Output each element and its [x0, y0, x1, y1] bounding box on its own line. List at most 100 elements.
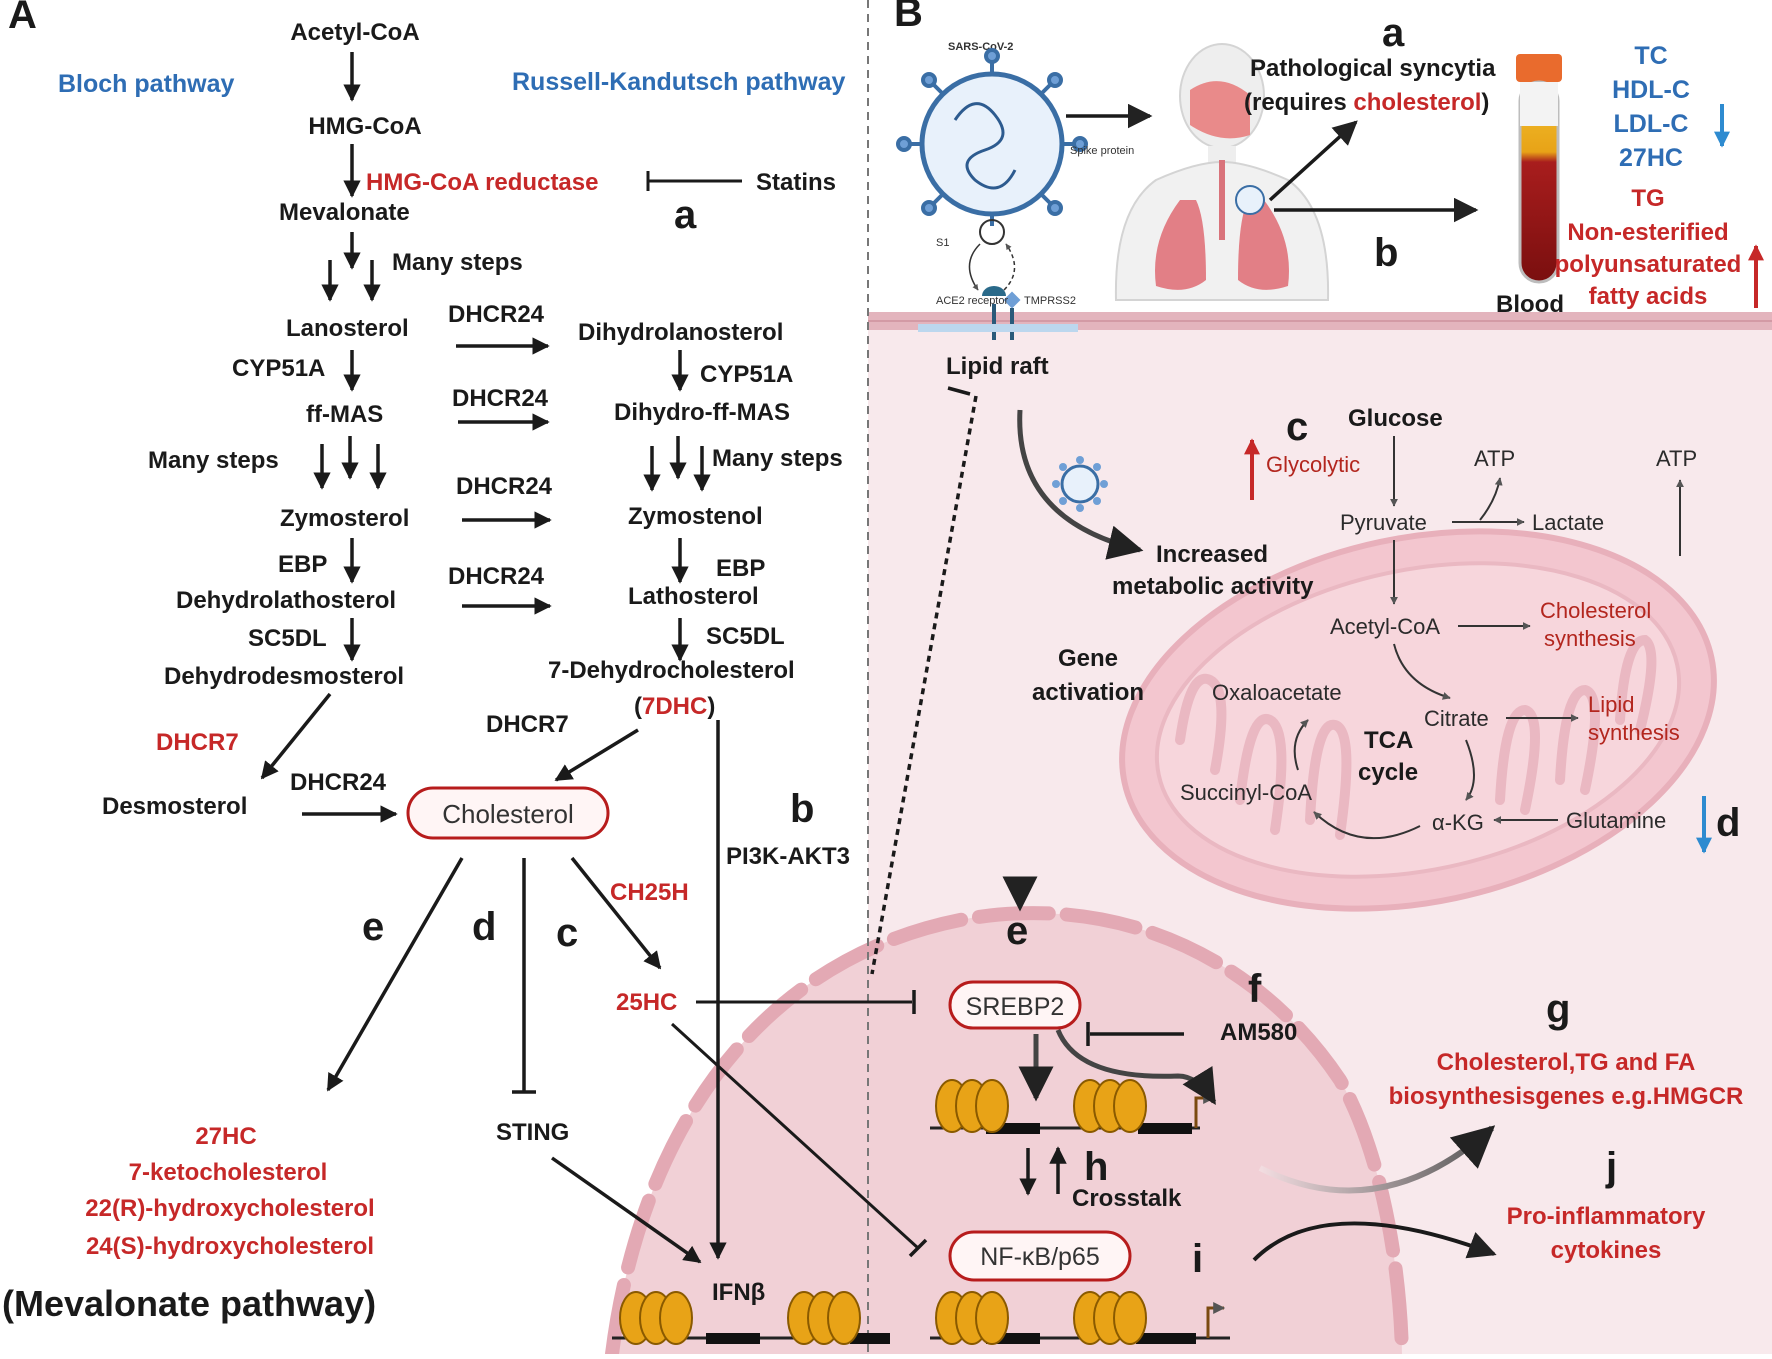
zymostenol-label: Zymostenol: [628, 503, 763, 530]
desmosterol-label: Desmosterol: [102, 793, 247, 820]
syncytia-cholesterol: cholesterol: [1353, 89, 1481, 116]
hmgcoa-reductase-label: HMG-CoA reductase: [366, 169, 598, 196]
dhcr24-label-2: DHCR24: [452, 385, 549, 412]
genes-line1: Cholesterol,TG and FA: [1437, 1049, 1696, 1076]
ace2-label: ACE2 receptor: [936, 295, 1008, 307]
cholesterol-node: Cholesterol: [406, 786, 610, 840]
blood-down-list: TC HDL-C LDL-C 27HC: [1612, 42, 1730, 172]
s1-label: S1: [936, 237, 949, 249]
syncytia-line2: (requires cholesterol): [1244, 89, 1489, 116]
chromatin-nfkb: [930, 1291, 1230, 1345]
srebp2-label: SREBP2: [966, 993, 1065, 1021]
oxaloacetate-label: Oxaloacetate: [1212, 680, 1342, 705]
down-ldlc: LDL-C: [1614, 110, 1689, 138]
lipid-raft-label: Lipid raft: [946, 353, 1049, 380]
tca-label-2: cycle: [1358, 759, 1418, 786]
citrate-label: Citrate: [1424, 706, 1489, 731]
many-steps-label-3: Many steps: [712, 445, 843, 472]
am580-label: AM580: [1220, 1019, 1297, 1046]
chromatin-ifnb: IFNβ: [612, 1279, 890, 1345]
dehydrocholesterol-label: 7-Dehydrocholesterol: [548, 657, 795, 684]
hmgcoa-label: HMG-CoA: [308, 113, 421, 140]
label-b-e-big: e: [1006, 909, 1028, 953]
label-b-c-big: c: [1286, 405, 1308, 449]
sc5dl-label-2: SC5DL: [706, 623, 785, 650]
atp-label-2: ATP: [1656, 446, 1697, 471]
pi3k-label: PI3K-AKT3: [726, 843, 850, 870]
dhcr7-black-label: DHCR7: [486, 711, 569, 738]
many-steps-label-2: Many steps: [148, 447, 279, 474]
nfkb-label: NF-κB/p65: [980, 1243, 1099, 1271]
oxysterol-24s: 24(S)-hydroxycholesterol: [86, 1233, 374, 1260]
dihydrolanosterol-label: Dihydrolanosterol: [578, 319, 783, 346]
panel-label-a: A: [8, 0, 37, 37]
cholesterol-label: Cholesterol: [442, 799, 574, 829]
label-b-big: b: [790, 787, 814, 831]
syncytia-line1: Pathological syncytia: [1250, 55, 1496, 82]
oxysterol-7keto: 7-ketocholesterol: [129, 1159, 328, 1186]
dehydrodesmosterol-label: Dehydrodesmosterol: [164, 663, 404, 690]
nfkb-node: NF-κB/p65: [948, 1230, 1132, 1282]
cyp51a-label-2: CYP51A: [700, 361, 793, 388]
gene-activation-line1: Gene: [1058, 645, 1118, 672]
tca-label-1: TCA: [1364, 727, 1413, 754]
genes-arrow: [1258, 1125, 1496, 1194]
proinflammatory-arrow: [1252, 1221, 1497, 1262]
sting-label: STING: [496, 1119, 569, 1146]
lipid-raft-dashed-inhibit: [870, 395, 978, 975]
label-b-g-big: g: [1546, 987, 1570, 1031]
mevalonate-pathway-title: (Mevalonate pathway): [2, 1283, 376, 1324]
7dhc-paren-open: (: [634, 693, 642, 720]
small-virus-icon: [1052, 456, 1108, 512]
dhcr24-label-5: DHCR24: [290, 769, 387, 796]
atp-label-1: ATP: [1474, 446, 1515, 471]
dihydroffmas-label: Dihydro-ff-MAS: [614, 399, 790, 426]
lipid-synthesis-line1: Lipid: [1588, 692, 1634, 717]
acetylcoa-label: Acetyl-CoA: [290, 19, 419, 46]
cyp51a-label-1: CYP51A: [232, 355, 325, 382]
dhcr7-red-label: DHCR7: [156, 729, 239, 756]
label-a-big: a: [674, 193, 697, 237]
lactate-label: Lactate: [1532, 510, 1604, 535]
glutamine-label: Glutamine: [1566, 808, 1666, 833]
dhcr24-label-3: DHCR24: [456, 473, 553, 500]
down-hdlc: HDL-C: [1612, 76, 1690, 104]
blood-label: Blood: [1496, 291, 1564, 318]
ffmas-label: ff-MAS: [306, 401, 383, 428]
dhcr24-label-4: DHCR24: [448, 563, 545, 590]
panel-label-b: B: [894, 0, 923, 35]
label-e-big: e: [362, 905, 384, 949]
up-nonesterified: Non-esterified: [1567, 219, 1728, 246]
25hc-label: 25HC: [616, 989, 677, 1016]
label-b-f-big: f: [1248, 967, 1262, 1011]
ifnb-label: IFNβ: [712, 1279, 765, 1306]
7dhc-label: (7DHC): [634, 693, 715, 720]
glycolytic-label: Glycolytic: [1266, 452, 1360, 477]
dehydrolathosterol-label: Dehydrolathosterol: [176, 587, 396, 614]
pyruvate-label: Pyruvate: [1340, 510, 1427, 535]
glucose-label: Glucose: [1348, 405, 1443, 432]
label-b-h-big: h: [1084, 1145, 1108, 1189]
lipid-synthesis-line2: synthesis: [1588, 720, 1680, 745]
label-b-d-big: d: [1716, 801, 1740, 845]
up-polyunsaturated: polyunsaturated: [1555, 251, 1742, 278]
cholesterol-synthesis-line2: synthesis: [1544, 626, 1636, 651]
25hc-inhibit-nfkb: [670, 1022, 920, 1250]
lathosterol-label: Lathosterol: [628, 583, 759, 610]
akg-label: α-KG: [1432, 810, 1484, 835]
gene-activation-line2: activation: [1032, 679, 1144, 706]
label-b-a-big: a: [1382, 11, 1405, 55]
blood-up-list: TG Non-esterified polyunsaturated fatty …: [1555, 185, 1764, 310]
label-c-big: c: [556, 911, 578, 955]
label-b-i-big: i: [1192, 1237, 1203, 1281]
down-27hc: 27HC: [1619, 144, 1683, 172]
spike-label: Spike protein: [1070, 145, 1134, 157]
up-tg: TG: [1631, 185, 1664, 212]
mevalonate-label: Mevalonate: [279, 199, 410, 226]
tmprss2-label: TMPRSS2: [1024, 295, 1076, 307]
label-b-b-big: b: [1374, 231, 1398, 275]
dhcr24-label-1: DHCR24: [448, 301, 545, 328]
human-body-icon: [1114, 43, 1330, 301]
